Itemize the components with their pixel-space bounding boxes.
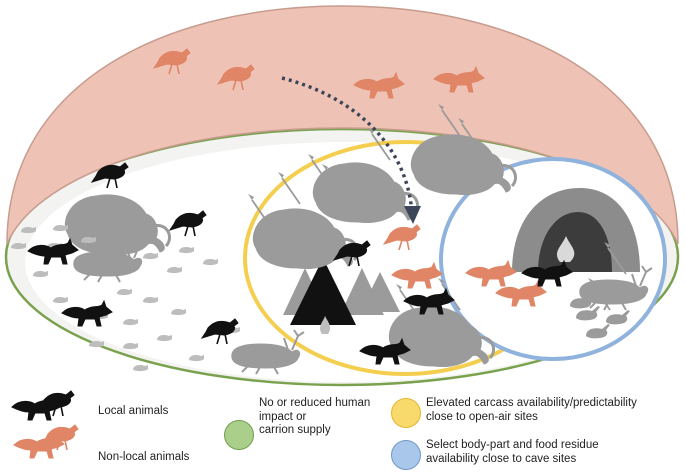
legend-nonlocal-animals: Non-local animals (98, 451, 190, 463)
legend-blue-text: Select body-part and food residue availa… (426, 439, 599, 465)
legend-yellow-circle (391, 398, 421, 428)
migration-arrow (281, 76, 421, 224)
cave-icon (512, 188, 640, 272)
sky-dome (6, 5, 679, 245)
legend-local-animals: Local animals (98, 405, 169, 417)
legend-yellow-text: Elevated carcass availability/predictabi… (426, 397, 637, 423)
fire-icon (556, 236, 575, 262)
legend-green-circle (224, 420, 254, 450)
legend-blue-circle (391, 440, 421, 470)
legend-green-text: No or reduced human impact or carrion su… (259, 397, 371, 436)
fire-icon (320, 316, 331, 334)
